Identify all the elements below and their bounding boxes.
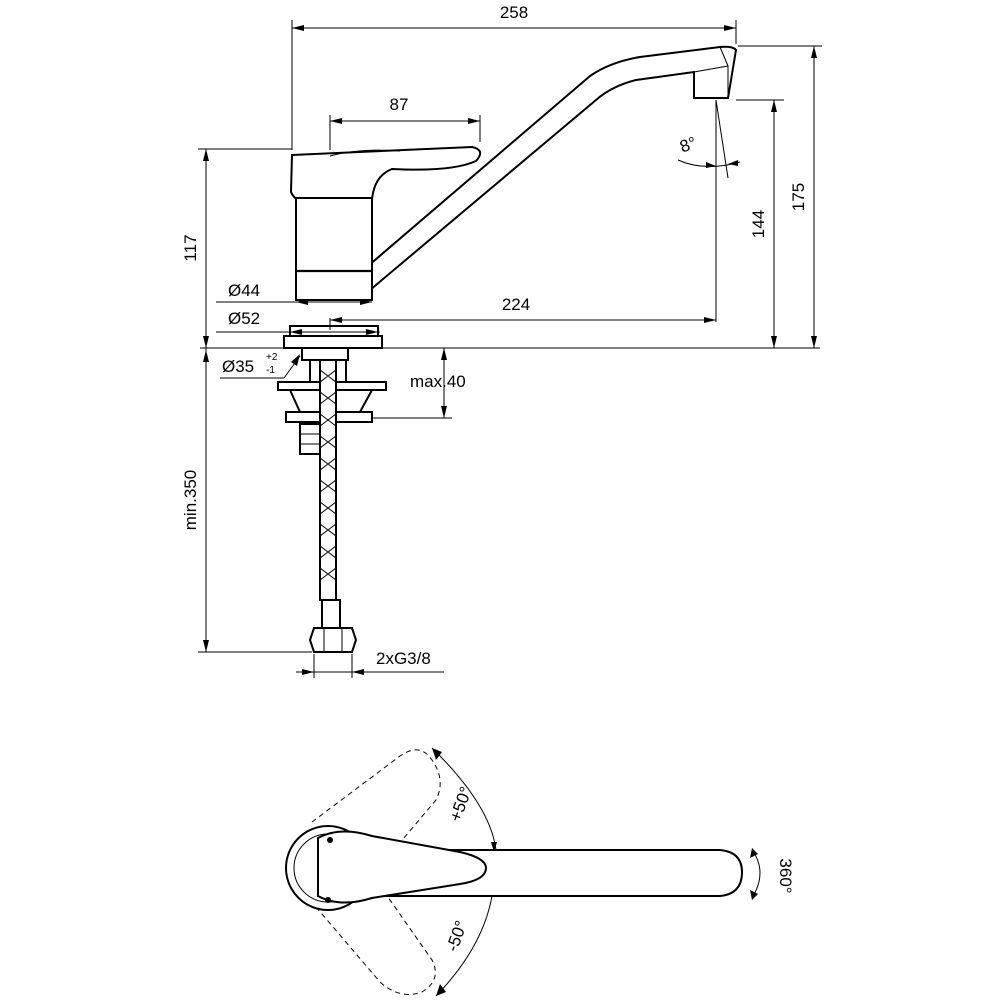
plan-view: +50° -50° 360° bbox=[285, 747, 795, 997]
dim-body-dia: Ø44 bbox=[228, 281, 260, 300]
dim-overall-reach: 258 bbox=[500, 3, 528, 22]
lever-swing-minus bbox=[309, 879, 436, 995]
dim-hole-tol-plus: +2 bbox=[266, 352, 278, 363]
dim-max-deck: max.40 bbox=[410, 372, 466, 391]
dim-hole-tol-minus: -1 bbox=[266, 365, 275, 376]
dim-spout-projection: 224 bbox=[502, 295, 530, 314]
dim-lever-length: 87 bbox=[390, 95, 409, 114]
plan-spout-rotation: 360° bbox=[776, 858, 795, 893]
lever-plan bbox=[317, 830, 488, 904]
dim-hose-length: min.350 bbox=[181, 470, 200, 530]
hose-nut bbox=[308, 627, 358, 653]
dim-spout-angle: 8° bbox=[677, 133, 699, 156]
dim-outlet-height: 144 bbox=[749, 210, 768, 238]
tap-body bbox=[295, 197, 373, 301]
dim-body-height: 117 bbox=[181, 234, 200, 261]
lever-swing-plus bbox=[311, 749, 441, 879]
plan-lever-minus: -50° bbox=[443, 918, 472, 954]
base-ring bbox=[289, 325, 379, 337]
braided-hose bbox=[319, 359, 337, 601]
dim-hole-dia: Ø35 bbox=[222, 357, 254, 376]
side-view: 258 87 8° 117 144 175 bbox=[181, 3, 822, 678]
dim-total-height: 175 bbox=[789, 183, 808, 211]
dim-connection: 2xG3/8 bbox=[376, 649, 431, 668]
plan-lever-plus: +50° bbox=[446, 784, 476, 824]
dim-base-dia: Ø52 bbox=[228, 309, 260, 328]
